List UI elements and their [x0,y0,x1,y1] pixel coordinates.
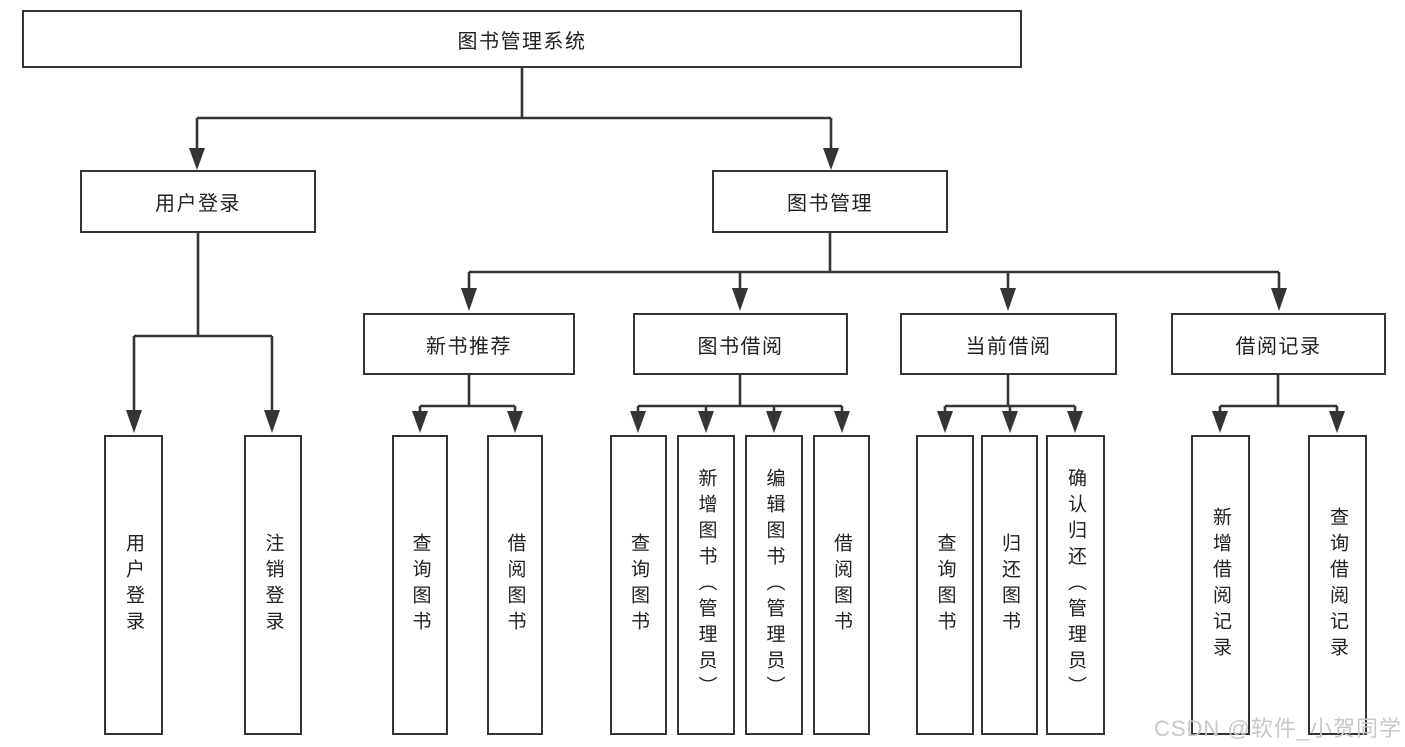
leaf-borrow-add: 新增图书（管理员） [677,435,735,735]
node-user-login: 用户登录 [80,170,316,233]
leaf-borrow-borrow-label: 借阅图书 [831,533,852,637]
connector-book-borrow-branch [630,375,850,433]
leaf-records-add: 新增借阅记录 [1191,435,1250,735]
leaf-borrow-edit-label: 编辑图书（管理员） [763,468,785,702]
leaf-borrow-edit: 编辑图书（管理员） [745,435,803,735]
leaf-newbook-borrow: 借阅图书 [487,435,543,735]
connector-root [189,68,839,170]
leaf-records-add-label: 新增借阅记录 [1210,507,1231,663]
connector-user-login-branch [126,233,280,433]
node-book-borrow: 图书借阅 [633,313,848,375]
connector-records-branch [1212,375,1345,433]
leaf-current-confirm-label: 确认归还（管理员） [1065,468,1086,702]
leaf-records-query: 查询借阅记录 [1308,435,1367,735]
leaf-borrow-query-label: 查询图书 [628,533,649,637]
leaf-logout: 注销登录 [244,435,302,735]
leaf-current-confirm: 确认归还（管理员） [1046,435,1105,735]
leaf-current-return: 归还图书 [981,435,1038,735]
connector-book-management-branch [461,233,1287,311]
leaf-newbook-query: 查询图书 [392,435,448,735]
leaf-current-query: 查询图书 [916,435,974,735]
leaf-user-login-label: 用户登录 [123,533,144,637]
leaf-borrow-borrow: 借阅图书 [813,435,870,735]
leaf-current-return-label: 归还图书 [999,533,1020,637]
leaf-records-query-label: 查询借阅记录 [1327,507,1348,663]
leaf-borrow-add-label: 新增图书（管理员） [695,468,717,702]
leaf-newbook-borrow-label: 借阅图书 [504,533,526,637]
node-book-management: 图书管理 [712,170,948,233]
leaf-current-query-label: 查询图书 [934,533,956,637]
node-borrow-records: 借阅记录 [1171,313,1386,375]
connector-current-borrow-branch [937,375,1083,433]
node-root: 图书管理系统 [22,10,1022,68]
leaf-user-login: 用户登录 [104,435,163,735]
leaf-newbook-query-label: 查询图书 [409,533,431,637]
watermark-text: CSDN @软件_小贺同学 [1153,716,1402,741]
node-new-book-recommend: 新书推荐 [363,313,575,375]
leaf-borrow-query: 查询图书 [610,435,667,735]
leaf-logout-label: 注销登录 [262,533,284,637]
node-current-borrow: 当前借阅 [900,313,1117,375]
connector-new-book-branch [412,375,523,433]
